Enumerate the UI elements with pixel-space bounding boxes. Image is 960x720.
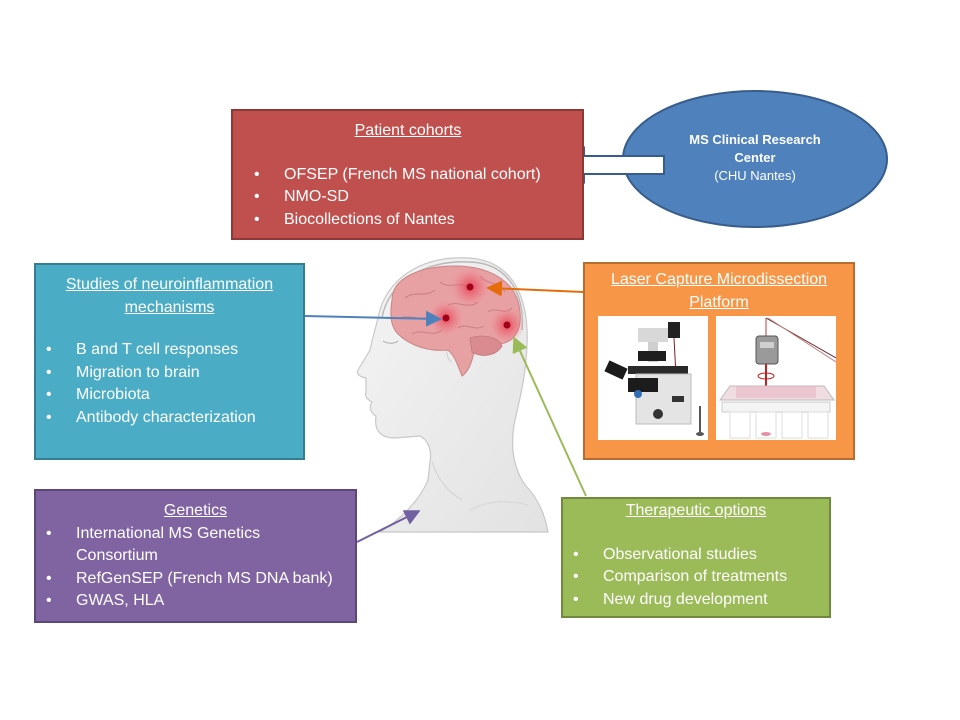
neuroinflammation-list: B and T cell responses Migration to brai… (36, 339, 303, 429)
lesion-glow-top (450, 267, 490, 307)
list-item: NMO-SD (244, 186, 582, 209)
microscope-photo (598, 316, 708, 440)
list-item: Biocollections of Nantes (244, 209, 582, 232)
head-illustration (356, 257, 549, 533)
ear (446, 348, 453, 363)
list-item: B and T cell responses (36, 339, 303, 362)
brain-folds (399, 275, 513, 335)
list-item: Antibody characterization (36, 407, 303, 430)
laser-platform-title-line1: Laser Capture Microdissection (610, 271, 828, 288)
shoulder-line (469, 501, 529, 511)
lesion-marker-back (503, 321, 511, 329)
laser-microdissection-schematic (716, 316, 837, 440)
clinical-center-title-line1: MS Clinical Research (689, 132, 821, 147)
genetics-box: Genetics International MS Genetics Conso… (34, 489, 357, 623)
closed-eye (382, 340, 399, 344)
genetics-list: International MS Genetics Consortium Ref… (36, 523, 355, 613)
arrow-neuro-to-brain (304, 310, 442, 327)
arrow-genetics-to-body (356, 510, 421, 543)
list-item: Observational studies (563, 544, 829, 567)
laser-platform-title-line2: Platform (689, 294, 749, 311)
list-item: OFSEP (French MS national cohort) (244, 164, 582, 187)
list-item: Microbiota (36, 384, 303, 407)
laser-platform-title: Laser Capture Microdissection Platform (585, 268, 853, 314)
list-item: New drug development (563, 589, 829, 612)
therapeutic-options-box: Therapeutic options Observational studie… (561, 497, 831, 618)
genetics-title: Genetics (163, 502, 228, 519)
patient-cohorts-list: OFSEP (French MS national cohort) NMO-SD… (244, 164, 582, 232)
lesion-glow-back (489, 307, 525, 343)
list-item: Migration to brain (36, 362, 303, 385)
list-item: International MS Genetics Consortium (36, 523, 355, 568)
lesion-marker-front (442, 314, 450, 322)
arrow-laser-to-brain (486, 280, 584, 297)
lesion-glow-front (428, 300, 464, 336)
neuroinflammation-title: Studies of neuroinflammation mechanisms (36, 274, 303, 319)
list-item: GWAS, HLA (36, 590, 355, 613)
microscope-icon (604, 322, 704, 436)
therapeutic-options-title: Therapeutic options (625, 502, 767, 519)
neck-line (431, 461, 463, 501)
clinical-center-title-line2: Center (734, 150, 776, 165)
lesion-marker-top (466, 283, 474, 291)
neuroinflammation-title-line1: Studies of neuroinflammation (65, 276, 274, 293)
laser-schematic-icon (719, 317, 837, 439)
neuroinflammation-box: Studies of neuroinflammation mechanisms … (34, 263, 305, 460)
clinical-center-label: MS Clinical Research Center (CHU Nantes) (650, 131, 860, 185)
brain-cerebellum (469, 335, 503, 356)
patient-cohorts-title: Patient cohorts (354, 122, 462, 139)
therapeutic-options-list: Observational studies Comparison of trea… (563, 544, 829, 612)
patient-cohorts-box: Patient cohorts OFSEP (French MS nationa… (231, 109, 584, 240)
skull-outline (381, 261, 523, 331)
neuroinflammation-title-line2: mechanisms (124, 298, 215, 316)
arrow-therapy-to-brain (512, 336, 587, 497)
clinical-center-subtitle: (CHU Nantes) (714, 168, 796, 183)
list-item: Comparison of treatments (563, 566, 829, 589)
head-silhouette (356, 257, 549, 533)
list-item: RefGenSEP (French MS DNA bank) (36, 568, 355, 591)
brain (390, 265, 521, 377)
laser-platform-box: Laser Capture Microdissection Platform (583, 262, 855, 460)
